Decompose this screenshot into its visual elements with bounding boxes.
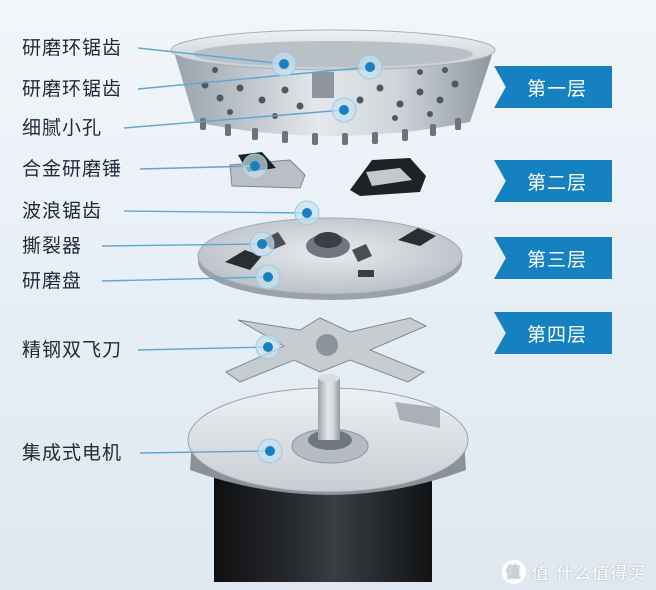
label-fine-holes: 细腻小孔 <box>22 117 103 139</box>
watermark: 值 值 什么值得买 <box>501 559 646 584</box>
layer-tag-1: 第一层 <box>494 66 612 108</box>
label-grinding-disk: 研磨盘 <box>22 270 83 292</box>
leader-lines <box>101 47 371 454</box>
double-blade <box>225 317 428 383</box>
label-tearer: 撕裂器 <box>22 235 83 257</box>
grinding-ring <box>170 29 496 145</box>
grinding-disk <box>197 217 463 300</box>
label-double-blade: 精钢双飞刀 <box>22 339 123 361</box>
layer-tag-2: 第二层 <box>494 160 612 202</box>
label-motor: 集成式电机 <box>22 442 123 464</box>
label-alloy-hammer: 合金研磨锤 <box>22 158 123 180</box>
label-grinding-ring-teeth-1: 研磨环锯齿 <box>22 37 123 59</box>
callout-markers <box>242 51 383 464</box>
watermark-logo-icon: 值 <box>501 559 526 584</box>
label-wave-teeth: 波浪锯齿 <box>22 200 103 222</box>
motor <box>187 374 469 582</box>
label-grinding-ring-teeth-2: 研磨环锯齿 <box>22 78 123 100</box>
layer-tag-3: 第三层 <box>494 237 612 279</box>
watermark-text: 值 什么值得买 <box>531 564 646 584</box>
layer-tag-4: 第四层 <box>494 312 612 354</box>
